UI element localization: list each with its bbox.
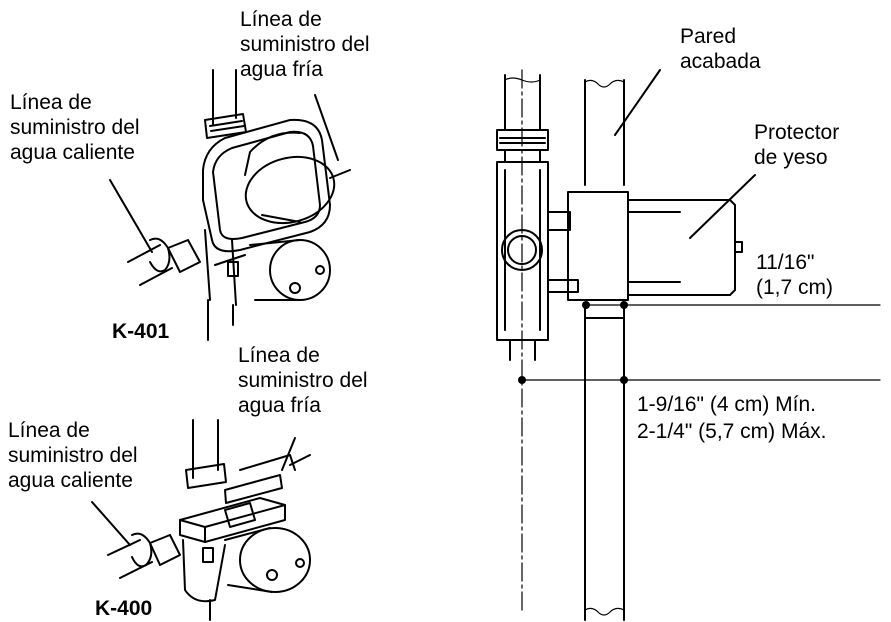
k401-cold-supply-label: Línea de suministro del agua fría bbox=[240, 7, 370, 82]
dimension-11-16-label: 11/16" (1,7 cm) bbox=[756, 250, 833, 300]
k401-hot-supply-label: Línea de suministro del agua caliente bbox=[10, 90, 140, 165]
k401-hot-leader bbox=[109, 179, 153, 253]
label-line: Línea de bbox=[8, 419, 90, 442]
label-line: 11/16" bbox=[756, 251, 815, 274]
label-line: suministro del bbox=[10, 116, 140, 139]
k400-hot-supply-label: Línea de suministro del agua caliente bbox=[8, 418, 138, 493]
wall-leader bbox=[614, 69, 661, 136]
k400-cold-supply-label: Línea de suministro del agua fría bbox=[238, 343, 368, 418]
dimension-min-label: 1-9/16" (4 cm) Mín. bbox=[637, 393, 817, 416]
label-line: Pared bbox=[680, 25, 737, 48]
k400-cold-leader bbox=[281, 437, 296, 471]
side-section-view bbox=[496, 69, 881, 621]
label-line: suministro del bbox=[240, 33, 370, 56]
model-k400-label: K-400 bbox=[95, 597, 153, 620]
guard-leader bbox=[689, 174, 756, 239]
k400-hot-leader bbox=[91, 501, 131, 546]
label-line: agua caliente bbox=[10, 141, 135, 164]
label-line: agua fría bbox=[240, 58, 323, 81]
k400-valve-illustration bbox=[107, 419, 311, 621]
k401-valve-illustration bbox=[127, 69, 351, 341]
label-line: (1,7 cm) bbox=[756, 276, 834, 299]
label-line: suministro del bbox=[238, 369, 368, 392]
model-k401-label: K-401 bbox=[112, 320, 170, 343]
label-line: Línea de bbox=[238, 344, 320, 367]
label-line: suministro del bbox=[8, 444, 138, 467]
label-line: agua caliente bbox=[8, 469, 133, 492]
label-line: Línea de bbox=[10, 91, 92, 114]
label-line: Protector bbox=[754, 121, 840, 144]
finished-wall-label: Pared acabada bbox=[680, 24, 761, 74]
label-line: de yeso bbox=[754, 146, 828, 169]
label-line: acabada bbox=[680, 50, 761, 73]
plaster-guard-label: Protector de yeso bbox=[754, 120, 839, 170]
dimension-max-label: 2-1/4" (5,7 cm) Máx. bbox=[637, 420, 827, 443]
label-line: Línea de bbox=[240, 8, 322, 31]
k401-cold-leader bbox=[314, 94, 339, 161]
label-line: agua fría bbox=[238, 394, 321, 417]
